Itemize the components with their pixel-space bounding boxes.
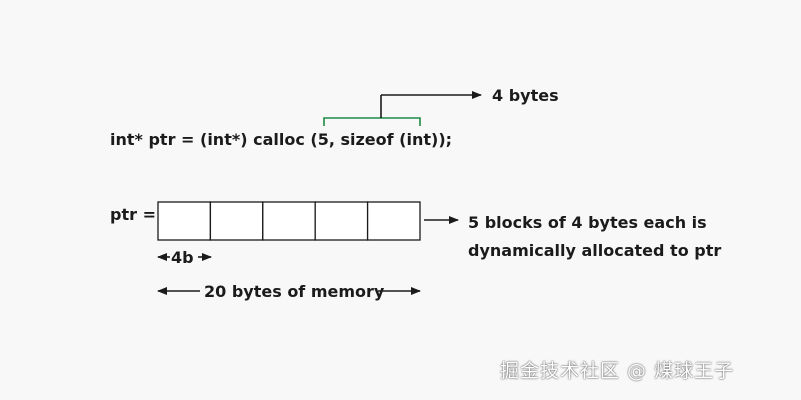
memory-blocks	[157, 201, 421, 241]
memory-block-4	[314, 201, 369, 241]
watermark: 掘金技术社区 @ 煤球王子	[500, 360, 735, 382]
code-line: int* ptr = (int*) calloc (5, sizeof (int…	[110, 130, 452, 149]
memory-block-2	[209, 201, 264, 241]
bracket-label: 4 bytes	[492, 86, 559, 105]
sizeof-bracket	[323, 117, 421, 126]
cell-size-label: 4b	[171, 248, 194, 267]
memory-block-3	[262, 201, 316, 241]
ptr-label: ptr =	[110, 205, 156, 224]
memory-block-5	[366, 201, 421, 241]
allocation-note-line1: 5 blocks of 4 bytes each is	[468, 213, 707, 232]
memory-block-1	[157, 201, 212, 241]
total-memory-label: 20 bytes of memory	[204, 282, 385, 301]
allocation-note-line2: dynamically allocated to ptr	[468, 241, 721, 260]
